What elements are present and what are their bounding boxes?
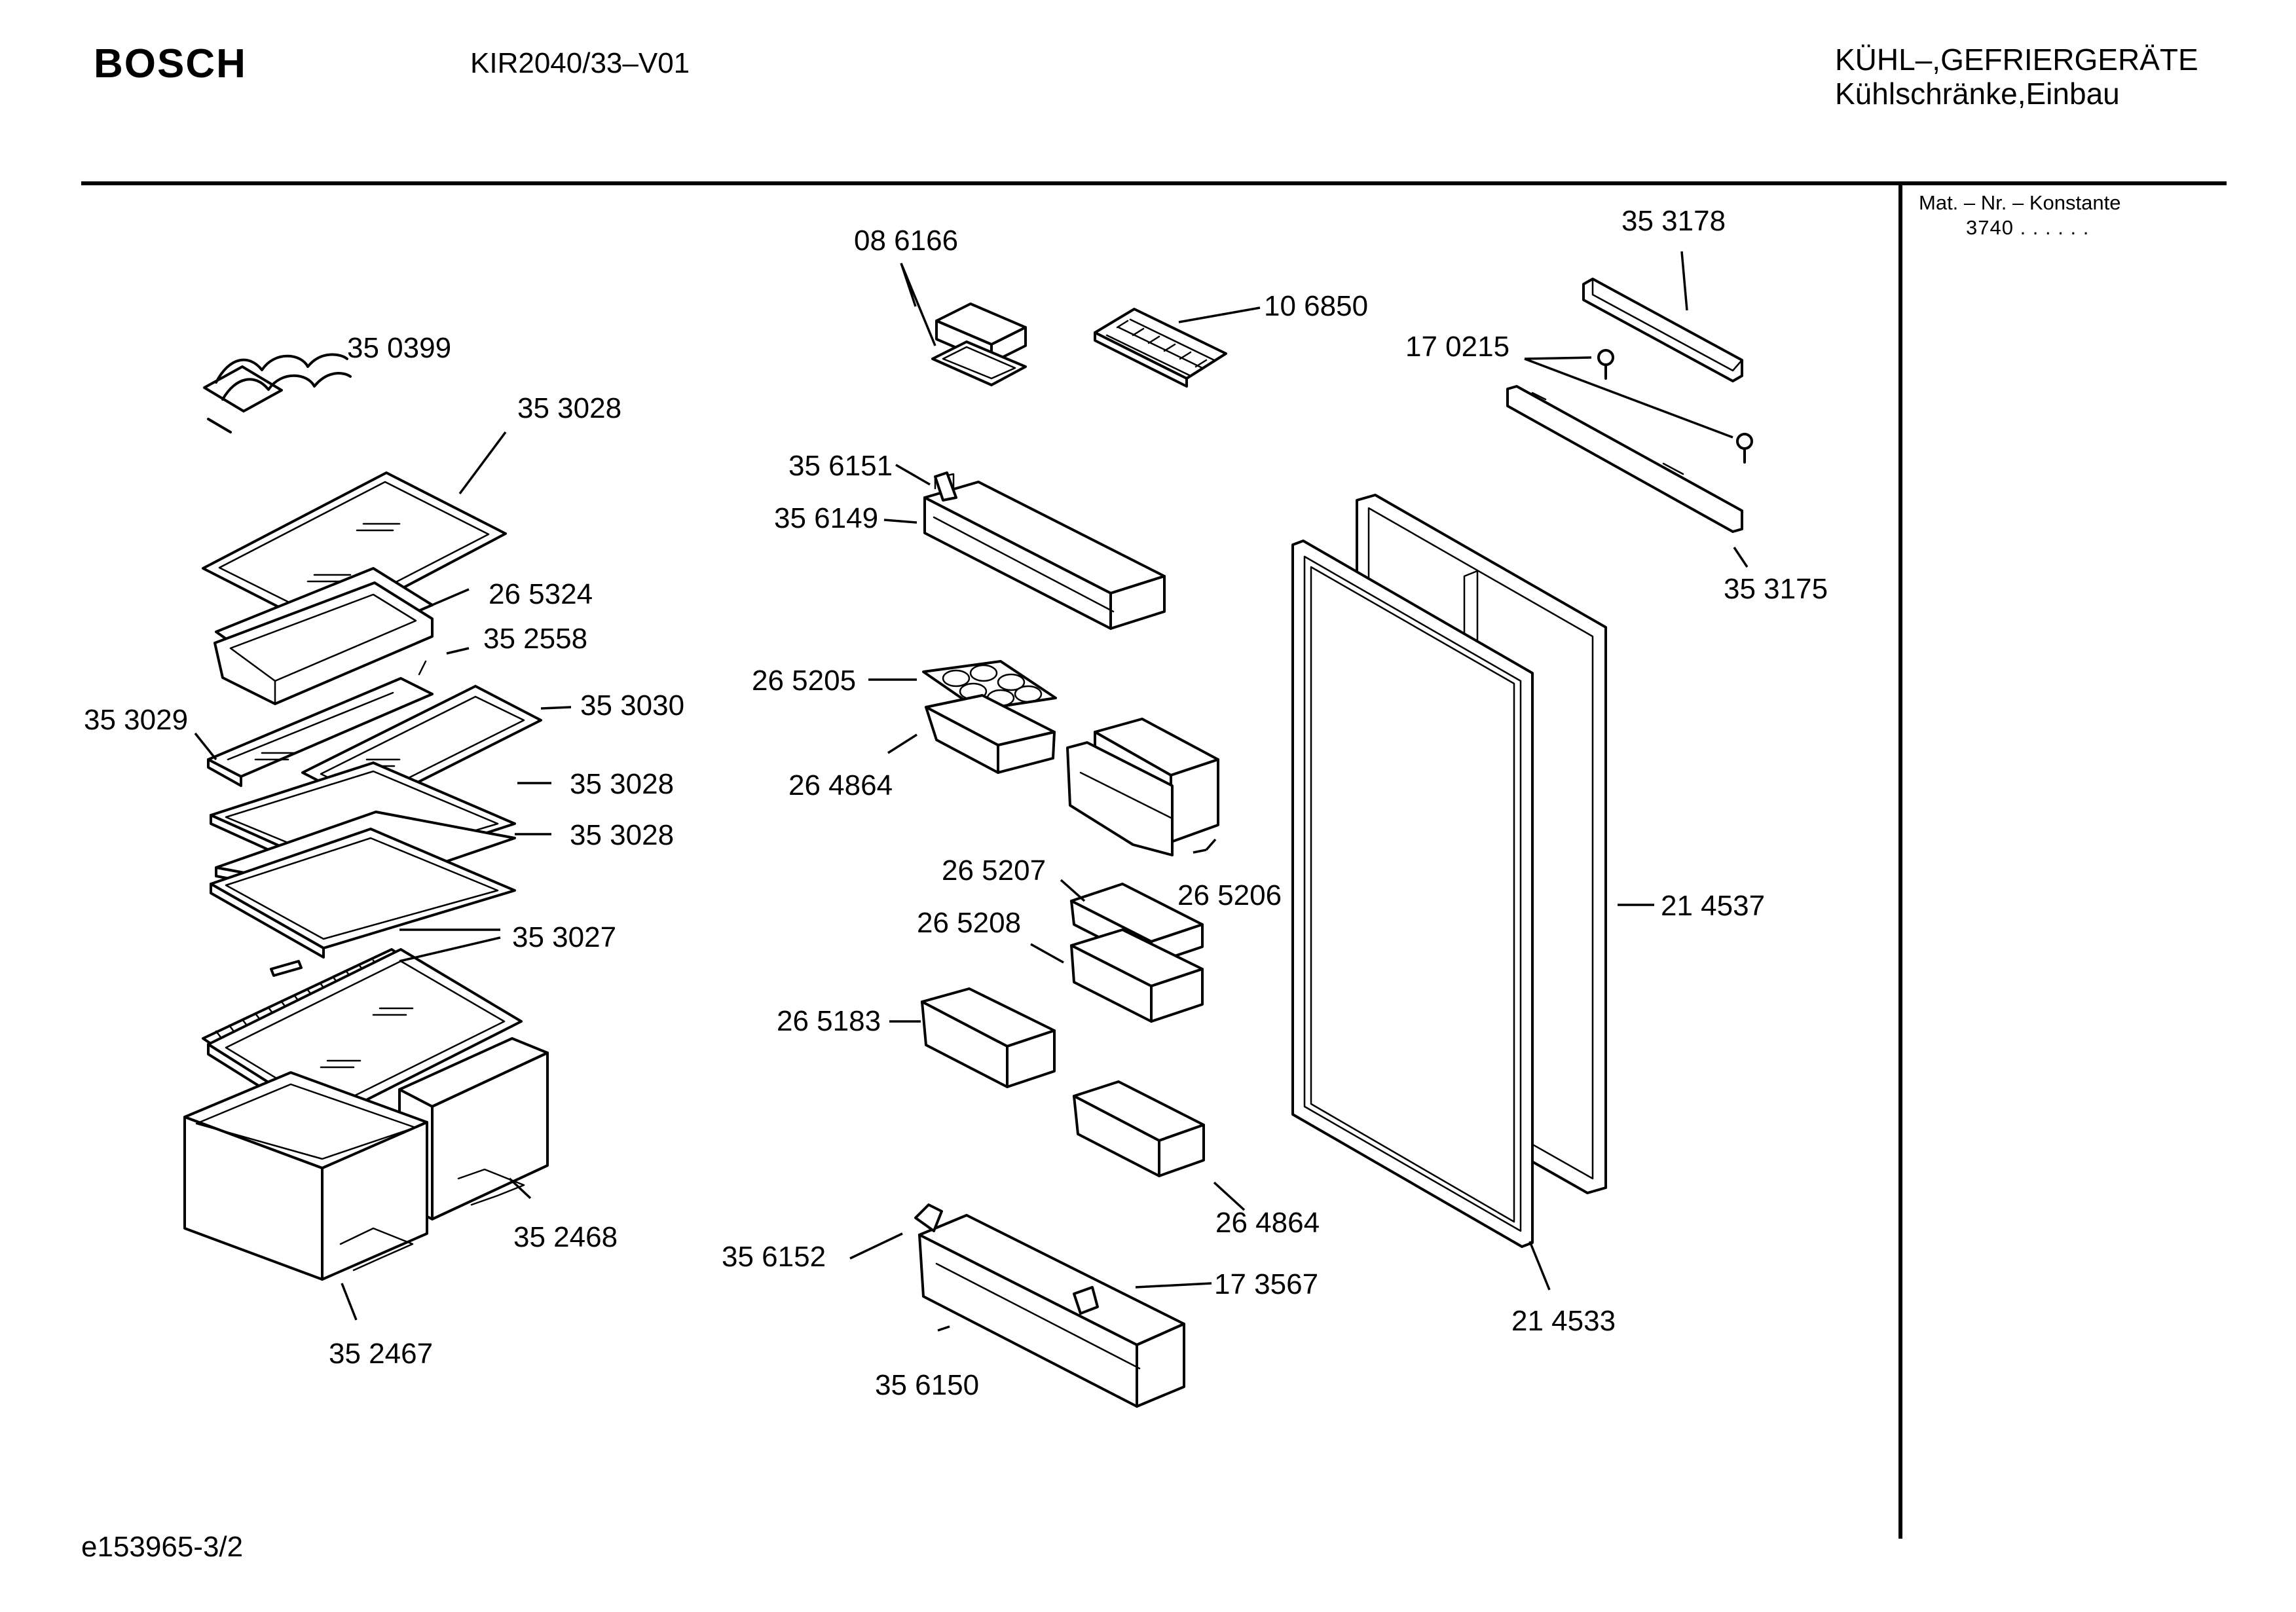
part-label-352558: 35 2558 — [483, 623, 587, 655]
part-label-356151: 35 6151 — [788, 450, 893, 482]
bottle-rack-drawing — [203, 353, 352, 433]
part-label-352467: 35 2467 — [329, 1338, 433, 1370]
part-label-265324: 26 5324 — [489, 578, 593, 610]
part-label-353028a: 35 3028 — [517, 392, 621, 424]
drawing-id: e153965-3/2 — [81, 1531, 244, 1563]
door-bin-small-a-drawing — [925, 694, 1056, 774]
part-label-214537: 21 4537 — [1661, 890, 1765, 922]
door-seal-drawing — [1291, 540, 1534, 1248]
part-label-356150: 35 6150 — [875, 1369, 979, 1401]
part-label-353029: 35 3029 — [84, 704, 188, 736]
door-shelf-top-drawing — [923, 471, 1166, 630]
part-label-264864a: 26 4864 — [788, 769, 893, 801]
category-title: KÜHL–,GEFRIERGERÄTE — [1835, 43, 2198, 77]
part-label-353027: 35 3027 — [512, 921, 616, 953]
part-label-352468: 35 2468 — [513, 1221, 618, 1253]
mat-nr-label: Mat. – Nr. – Konstante — [1919, 191, 2121, 214]
butter-box-drawing — [931, 302, 1027, 386]
part-label-086166: 08 6166 — [854, 225, 958, 257]
part-label-353175: 35 3175 — [1724, 573, 1828, 605]
part-label-353178: 35 3178 — [1621, 205, 1726, 237]
door-shelf-bottom-drawing — [914, 1203, 1185, 1408]
part-label-265183: 26 5183 — [777, 1005, 881, 1037]
model-number: KIR2040/33–V01 — [470, 47, 690, 79]
part-label-106850: 10 6850 — [1264, 290, 1368, 322]
door-bin-cup-a-drawing — [921, 987, 1056, 1088]
part-label-265207: 26 5207 — [942, 854, 1046, 887]
part-label-265208: 26 5208 — [917, 907, 1021, 939]
crisper-drawer-left-drawing — [183, 1071, 428, 1281]
handle-cover-drawing — [1582, 278, 1743, 382]
part-label-173567: 17 3567 — [1214, 1268, 1318, 1300]
part-label-265206: 26 5206 — [1177, 879, 1282, 911]
ice-tray-drawing — [1094, 308, 1227, 388]
part-label-353028b: 35 3028 — [570, 768, 674, 800]
leader-lines — [194, 251, 1749, 1332]
part-label-170215: 17 0215 — [1405, 331, 1509, 363]
part-label-265205: 26 5205 — [752, 665, 856, 697]
part-label-350399: 35 0399 — [347, 332, 451, 364]
part-label-356149: 35 6149 — [774, 502, 878, 534]
mounting-bracket-drawing — [1506, 385, 1743, 533]
subcategory-title: Kühlschränke,Einbau — [1835, 77, 2120, 111]
glass-shelf-lower-drawing — [210, 811, 516, 959]
door-bin-cup-b-drawing — [1073, 1080, 1205, 1177]
door-bin-tall-drawing — [1066, 718, 1219, 856]
brand-logo: BOSCH — [94, 41, 247, 86]
part-label-264864b: 26 4864 — [1215, 1207, 1320, 1239]
part-label-353028c: 35 3028 — [570, 819, 674, 851]
mat-nr-value: 3740 . . . . . . — [1966, 216, 2090, 239]
part-label-353030: 35 3030 — [580, 689, 684, 722]
part-labels: 35 0399 35 3028 26 5324 35 2558 35 3030 … — [84, 205, 1828, 1401]
door-bin-small-b-drawing — [1070, 928, 1204, 1023]
screw-b-drawing — [1736, 433, 1753, 464]
screw-a-drawing — [1597, 349, 1614, 380]
egg-tray-drawing — [922, 660, 1057, 711]
part-label-356152: 35 6152 — [722, 1241, 826, 1273]
part-label-214533: 21 4533 — [1511, 1305, 1616, 1337]
